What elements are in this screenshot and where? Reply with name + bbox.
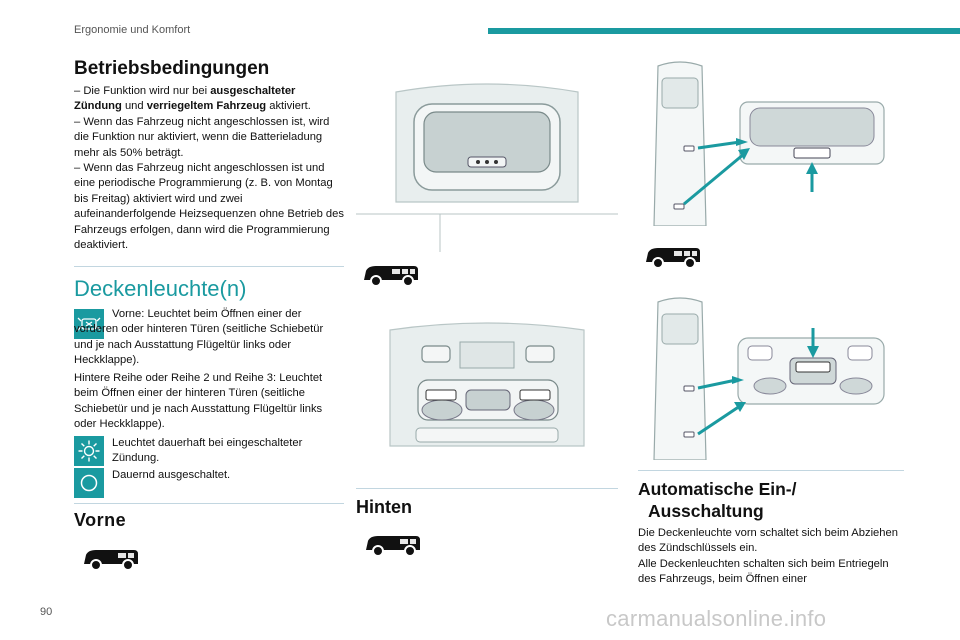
vehicle-top-view-illustration	[640, 58, 890, 231]
van-svg-3	[366, 536, 420, 557]
divider	[74, 266, 344, 267]
betrieb-body: – Die Funktion wird nur bei ausgeschalte…	[74, 84, 344, 253]
van-svg-2	[364, 266, 418, 287]
auto-text: Die Deckenleuchte vorn schaltet sich bei…	[638, 527, 898, 586]
betrieb-item-3: – Wenn das Fahrzeug nicht angeschlossen …	[74, 162, 344, 252]
van-icon	[362, 262, 420, 293]
auto-title-line1: Automatische Ein-/	[638, 479, 797, 499]
auto-title-line2: Ausschaltung	[648, 501, 764, 521]
vehicle-top-view-illustration	[640, 294, 890, 465]
van-svg	[84, 550, 138, 571]
page-number: 90	[40, 606, 53, 618]
door-lamp-icon	[74, 309, 104, 339]
front-lamp-illustration	[356, 82, 618, 259]
door-lamp-svg	[77, 317, 101, 331]
betrieb-item-2: – Wenn das Fahrzeug nicht angeschlossen …	[74, 115, 330, 159]
rear-text: Hintere Reihe oder Reihe 2 und Reihe 3: …	[74, 372, 323, 431]
hinten-title: Hinten	[356, 497, 412, 517]
circle-off-svg	[80, 474, 98, 492]
rear-lamp-svg	[389, 322, 585, 447]
watermark: carmanualsonline.info	[606, 606, 827, 631]
divider	[74, 503, 344, 504]
betrieb-item-1-bold1: ausgeschalteter	[210, 85, 296, 97]
deckenleuchte-title: Deckenleuchte(n)	[74, 276, 247, 301]
divider	[638, 470, 904, 471]
sun-svg	[78, 440, 100, 462]
rear-lamp-illustration	[356, 316, 618, 481]
van-icon	[644, 244, 702, 275]
betrieb-item-1-dash: –	[74, 85, 81, 97]
off-text: Dauernd ausgeschaltet.	[112, 469, 231, 481]
betrieb-item-1-mid: und	[121, 100, 147, 113]
vehicle-top-view-svg	[653, 61, 885, 227]
betrieb-item-1-bold2: verriegeltem Fahrzeug	[146, 100, 267, 113]
auto-title: Automatische Ein-/ Ausschaltung	[638, 478, 797, 522]
vehicle-top-view-svg-2	[653, 297, 885, 461]
on-text: Leuchtet dauerhaft bei eingeschalteter Z…	[112, 437, 303, 465]
front-lamp-svg	[356, 83, 618, 252]
section-header: Ergonomie und Komfort	[74, 24, 191, 36]
van-icon	[364, 532, 422, 563]
header-accent-bar	[488, 28, 960, 34]
betrieb-item-1-pre: Die Funktion wird nur bei	[83, 85, 211, 97]
vorne-title: Vorne	[74, 510, 127, 530]
van-icon	[82, 546, 140, 577]
divider	[356, 488, 618, 489]
door-text: Vorne: Leuchtet beim Öffnen einer der vo…	[74, 308, 324, 367]
betrieb-item-1-post: aktiviert.	[266, 100, 311, 113]
betrieb-title: Betriebsbedingungen	[74, 58, 270, 79]
betrieb-item-1-bold1b: Zündung	[74, 100, 122, 113]
betrieb-item-1: – Die Funktion wird nur bei ausgeschalte…	[74, 84, 344, 115]
sun-icon	[74, 436, 104, 466]
van-svg-4	[646, 248, 700, 269]
circle-off-icon	[74, 468, 104, 498]
